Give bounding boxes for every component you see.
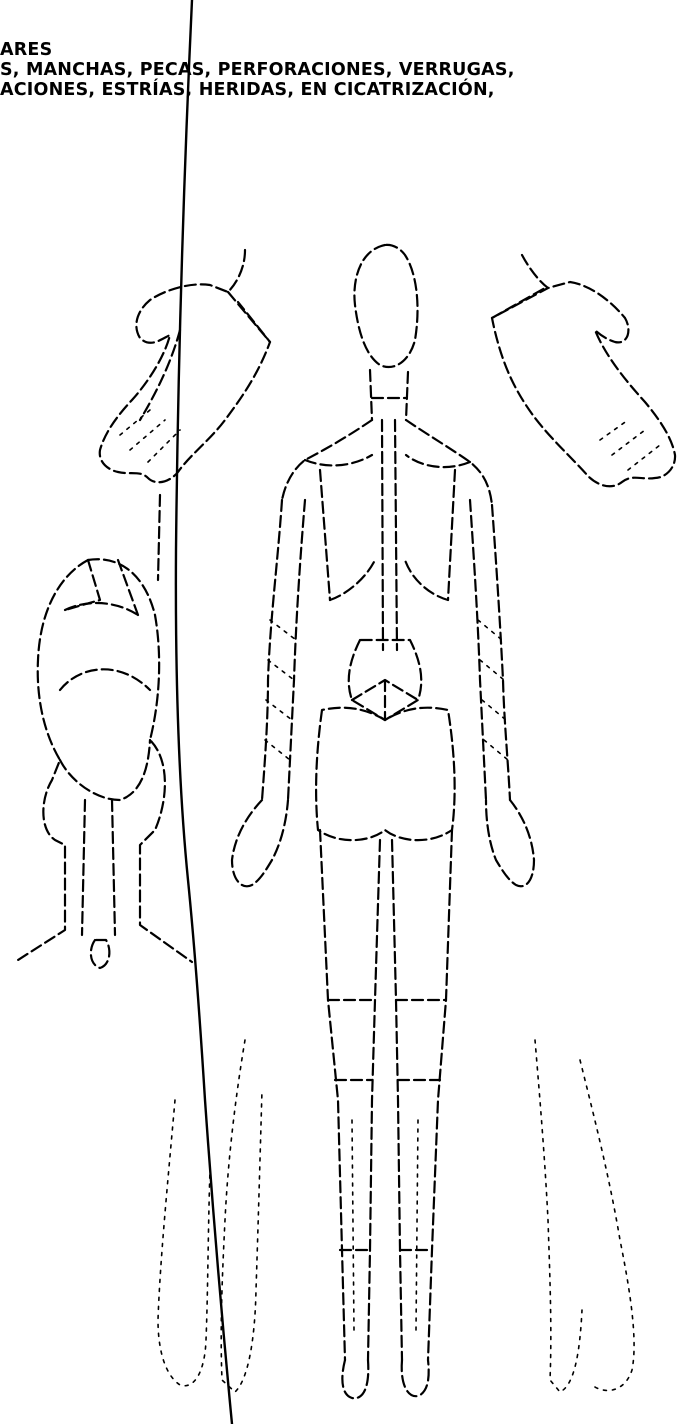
right-foot-drawing <box>535 1040 634 1392</box>
left-hand-drawing <box>100 250 270 580</box>
left-foot-drawing <box>158 1040 262 1392</box>
full-body-back-drawing <box>232 245 534 1398</box>
vertical-pen-line <box>176 0 232 1424</box>
right-hand-drawing <box>492 255 675 486</box>
head-back-drawing <box>18 559 192 968</box>
